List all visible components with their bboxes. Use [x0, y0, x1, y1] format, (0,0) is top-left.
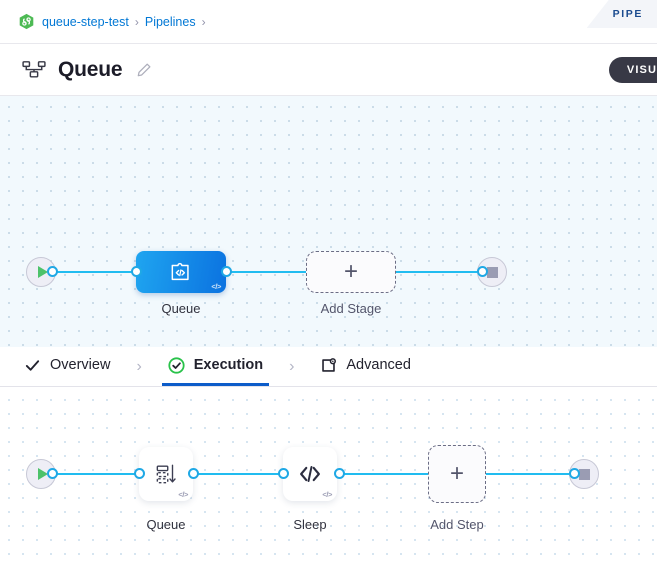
port-queue-out[interactable] [221, 266, 232, 277]
step-start-node[interactable] [26, 459, 56, 489]
port-start-out[interactable] [47, 266, 58, 277]
code-badge: </> [178, 489, 188, 499]
port-queue-step-out[interactable] [188, 468, 199, 479]
tab-overview-label: Overview [50, 357, 111, 373]
stage-graph-canvas[interactable]: </> Queue + Add Stage [0, 96, 657, 347]
port-queue-step-in[interactable] [134, 468, 145, 479]
step-node-sleep[interactable]: </> [283, 447, 337, 501]
pipeline-nodes-icon [22, 60, 46, 80]
breadcrumb-item-pipelines[interactable]: Pipelines [144, 14, 196, 29]
edge-addstep-to-end [485, 473, 580, 475]
tab-separator-1: › [116, 347, 161, 386]
step-graph-canvas[interactable]: </> Queue </> Sleep + Add Step [0, 387, 657, 560]
edge-start-to-queue-step [46, 473, 141, 475]
visual-view-button[interactable]: VISU [608, 56, 657, 83]
check-mark-icon [24, 357, 41, 374]
edge-queue-to-sleep [193, 473, 287, 475]
add-step-button[interactable]: + [428, 445, 486, 503]
tab-execution-label: Execution [193, 357, 264, 373]
port-step-start-out[interactable] [47, 468, 58, 479]
add-stage-button[interactable]: + [306, 251, 396, 293]
port-end-in[interactable] [477, 266, 488, 277]
page-title-bar: Queue VISU [0, 44, 657, 96]
breadcrumb-item-project[interactable]: queue-step-test [42, 14, 129, 29]
play-triangle-icon [37, 266, 48, 278]
stage-node-queue-label: Queue [161, 301, 201, 316]
add-stage-label: Add Stage [320, 301, 382, 316]
page-title: Queue [58, 57, 123, 81]
tab-overview[interactable]: Overview [18, 347, 116, 386]
breadcrumb-separator: › [134, 14, 139, 29]
queue-stack-arrow-icon [156, 464, 176, 484]
edge-addstage-to-end [392, 271, 482, 273]
harness-hexagon-icon [18, 13, 35, 30]
tab-execution[interactable]: Execution [161, 347, 270, 386]
breadcrumb-bar: queue-step-test › Pipelines › PIPE [0, 0, 657, 44]
stop-square-icon [486, 266, 498, 278]
edge-start-to-queue [46, 271, 138, 273]
edge-queue-to-addstage [226, 271, 310, 273]
corner-tab-label: PIPE [612, 8, 643, 20]
chevron-right-icon: › [289, 357, 295, 375]
plus-icon: + [343, 258, 358, 285]
pencil-edit-icon[interactable] [136, 62, 152, 78]
add-step-label: Add Step [430, 517, 484, 532]
port-sleep-out[interactable] [334, 468, 345, 479]
breadcrumb-separator-trailing: › [201, 14, 206, 29]
tab-separator-2: › [269, 347, 314, 386]
port-queue-in[interactable] [131, 266, 142, 277]
stop-square-icon [578, 468, 590, 480]
stage-config-tabs: Overview › Execution › [0, 347, 657, 387]
port-sleep-in[interactable] [278, 468, 289, 479]
play-triangle-icon [37, 468, 48, 480]
step-node-sleep-label: Sleep [293, 517, 327, 532]
tab-advanced-label: Advanced [346, 357, 411, 373]
step-node-queue-label: Queue [146, 517, 186, 532]
puzzle-code-icon [171, 262, 189, 281]
code-badge: </> [211, 281, 221, 291]
code-brackets-icon [300, 466, 320, 482]
tab-advanced[interactable]: Advanced [314, 347, 417, 386]
advanced-gear-icon [320, 357, 337, 374]
pipelines-corner-tab: PIPE [586, 0, 657, 28]
chevron-right-icon: › [136, 357, 142, 375]
step-node-queue[interactable]: </> [139, 447, 193, 501]
step-end-node[interactable] [569, 459, 599, 489]
plus-icon: + [449, 460, 464, 487]
edge-sleep-to-addstep [339, 473, 431, 475]
green-check-circle-icon [168, 356, 185, 374]
port-step-end-in[interactable] [569, 468, 580, 479]
code-badge: </> [322, 489, 332, 499]
stage-node-queue[interactable]: </> [136, 251, 226, 293]
